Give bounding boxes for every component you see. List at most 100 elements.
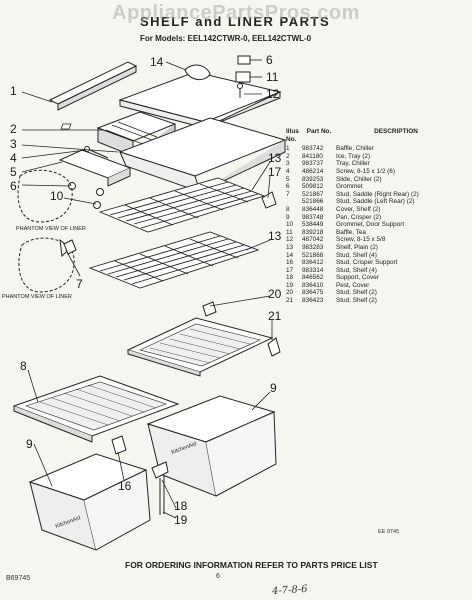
part-description: Stud, Shelf (4)	[336, 251, 377, 259]
illus-number: 18	[286, 274, 294, 282]
part-number: 521868	[302, 251, 324, 259]
part-number: 487042	[302, 236, 324, 244]
callout-9-left: 9	[26, 437, 33, 451]
callout-3: 3	[10, 137, 17, 151]
callout-14: 14	[150, 55, 164, 69]
parts-row: 11 839218 Baffle, Tea	[286, 229, 472, 237]
illus-number: 17	[286, 266, 294, 274]
illus-number: 2	[286, 152, 290, 160]
part-description: Cover, Shelf (2)	[336, 205, 381, 213]
part-description: Grommet	[336, 183, 363, 191]
callout-6-left: 6	[10, 179, 17, 193]
callout-12: 12	[266, 87, 280, 101]
parts-row: 2 841180 Ice, Tray (2)	[286, 153, 472, 161]
part-description: Stud, Saddle (Left Rear) (2)	[336, 198, 415, 206]
part-number: 841180	[302, 152, 323, 160]
part-number: 983748	[302, 213, 324, 221]
part-description: Screw, 8-15 x 5/8	[336, 236, 386, 244]
illus-number: 20	[286, 289, 294, 297]
part-description: Stud, Shelf (2)	[336, 297, 377, 305]
illus-number: 12	[286, 236, 294, 244]
part-number: 839218	[302, 228, 324, 236]
crisper-pan-right	[146, 395, 277, 497]
part-number: 836410	[302, 281, 324, 289]
shelf-cover-upper	[126, 317, 274, 377]
parts-list-header: Illus No. Part No. DESCRIPTION	[286, 128, 472, 143]
callout-10: 10	[50, 189, 64, 203]
part-description: Baffle, Tea	[336, 228, 366, 236]
callout-8: 8	[20, 359, 27, 373]
shelf-cover-lower	[12, 375, 180, 443]
illus-number: 6	[286, 183, 290, 191]
callout-13-upper: 13	[268, 151, 282, 165]
callout-18: 18	[174, 499, 188, 513]
part-number: 983283	[302, 243, 324, 251]
wire-shelf-upper	[98, 177, 266, 233]
illus-number: 1	[286, 145, 290, 153]
header-part: Part No.	[306, 128, 332, 135]
part-description: Stud, Shelf (2)	[336, 289, 377, 297]
part-description: Stud, Saddle (Right Rear) (2)	[336, 190, 419, 198]
illus-number	[286, 198, 302, 206]
part-description: Shelf, Plain (2)	[336, 243, 378, 251]
callout-17: 17	[268, 165, 282, 179]
callout-21: 21	[268, 309, 282, 323]
illus-number: 7	[286, 190, 290, 198]
callout-13-lower: 13	[268, 229, 282, 243]
part-number: 846562	[302, 274, 324, 282]
part-description: Ice, Tray (2)	[336, 152, 371, 160]
part-number: 509812	[302, 183, 324, 191]
part-description: Support, Cover	[336, 274, 379, 282]
callout-4: 4	[10, 151, 17, 165]
page-title: SHELF and LINER PARTS	[140, 14, 331, 29]
parts-row: 12 487042 Screw, 8-15 x 5/8	[286, 236, 472, 244]
figure-code: EE 9745	[378, 529, 400, 535]
callout-11: 11	[266, 70, 279, 84]
page-number: 6	[216, 573, 220, 580]
callout-19: 19	[174, 513, 188, 527]
header-illus: Illus No.	[286, 128, 299, 143]
illus-number: 4	[286, 167, 290, 175]
part-number: 836412	[302, 259, 324, 267]
chiller-slide-part	[58, 149, 132, 187]
illus-number: 16	[286, 259, 294, 267]
callout-20: 20	[268, 287, 282, 301]
illus-number: 11	[286, 228, 293, 236]
callout-2: 2	[10, 122, 17, 136]
illus-number: 5	[286, 175, 290, 183]
callout-5: 5	[10, 165, 17, 179]
callout-7: 7	[76, 277, 83, 291]
part-description: Grommet, Door Support	[336, 221, 405, 229]
part-number: 983737	[302, 160, 324, 168]
parts-row: 14 521868 Stud, Shelf (4)	[286, 252, 472, 260]
parts-row: 6 509812 Grommet	[286, 183, 472, 191]
part-description: Pest, Cover	[336, 281, 370, 289]
parts-row: 13 983283 Shelf, Plain (2)	[286, 244, 472, 252]
illus-number: 21	[286, 297, 294, 305]
models-line: For Models: EEL142CTWR-0, EEL142CTWL-0	[140, 34, 312, 43]
part-description: Baffle, Chiller	[336, 145, 374, 153]
crisper-pan-left	[28, 453, 151, 551]
illus-number: 8	[286, 205, 290, 213]
part-description: Slide, Chiller (2)	[336, 175, 382, 183]
illus-number: 14	[286, 251, 294, 259]
parts-row: 18 846562 Support, Cover	[286, 274, 472, 282]
phantom-note-upper: PHANTOM VIEW OF LINER	[16, 226, 86, 232]
callout-9-right: 9	[270, 381, 277, 395]
illus-number: 3	[286, 160, 290, 168]
part-number: 836475	[302, 289, 324, 297]
part-description: Pan, Crisper (2)	[336, 213, 382, 221]
illus-number: 13	[286, 243, 294, 251]
callout-6-right: 6	[266, 53, 273, 67]
